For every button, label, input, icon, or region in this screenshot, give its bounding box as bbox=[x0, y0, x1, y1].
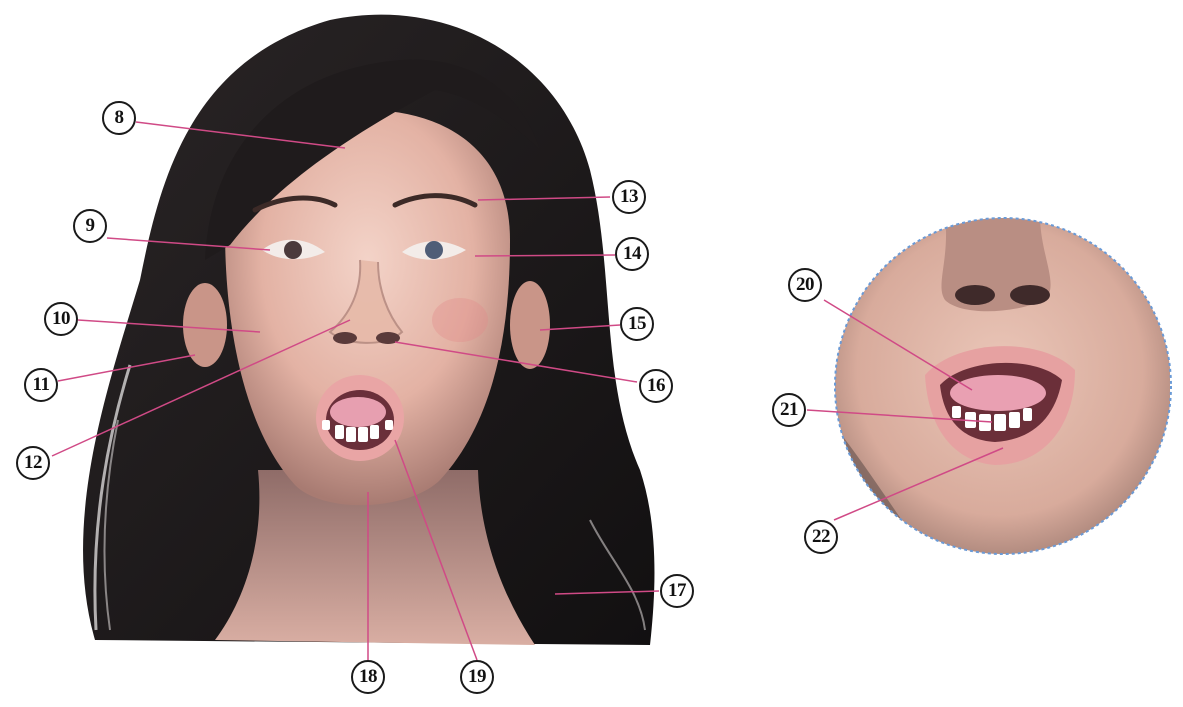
callout-19: 19 bbox=[460, 660, 494, 694]
callout-21: 21 bbox=[772, 393, 806, 427]
callout-label: 13 bbox=[620, 186, 638, 208]
callout-22: 22 bbox=[804, 520, 838, 554]
callout-14: 14 bbox=[615, 237, 649, 271]
callout-label: 8 bbox=[115, 107, 124, 129]
callout-label: 19 bbox=[468, 666, 486, 688]
callout-label: 18 bbox=[359, 666, 377, 688]
leader-14 bbox=[475, 255, 615, 256]
callout-15: 15 bbox=[620, 307, 654, 341]
callout-9: 9 bbox=[73, 209, 107, 243]
tongue bbox=[330, 397, 386, 427]
callout-11: 11 bbox=[24, 368, 58, 402]
callout-13: 13 bbox=[612, 180, 646, 214]
callout-10: 10 bbox=[44, 302, 78, 336]
callout-label: 16 bbox=[647, 375, 665, 397]
left-ear bbox=[183, 283, 227, 367]
callout-label: 20 bbox=[796, 274, 814, 296]
callout-label: 14 bbox=[623, 243, 641, 265]
callout-label: 10 bbox=[52, 308, 70, 330]
right-ear bbox=[510, 281, 550, 369]
mouth-closeup-inset bbox=[830, 215, 1171, 560]
callout-label: 22 bbox=[812, 526, 830, 548]
callout-label: 11 bbox=[33, 374, 50, 396]
head-illustration bbox=[83, 15, 654, 645]
callout-18: 18 bbox=[351, 660, 385, 694]
callout-label: 17 bbox=[668, 580, 686, 602]
callout-label: 12 bbox=[24, 452, 42, 474]
callout-label: 9 bbox=[86, 215, 95, 237]
callout-16: 16 bbox=[639, 369, 673, 403]
callout-12: 12 bbox=[16, 446, 50, 480]
callout-8: 8 bbox=[102, 101, 136, 135]
callout-17: 17 bbox=[660, 574, 694, 608]
callout-20: 20 bbox=[788, 268, 822, 302]
callout-label: 15 bbox=[628, 313, 646, 335]
callout-label: 21 bbox=[780, 399, 798, 421]
